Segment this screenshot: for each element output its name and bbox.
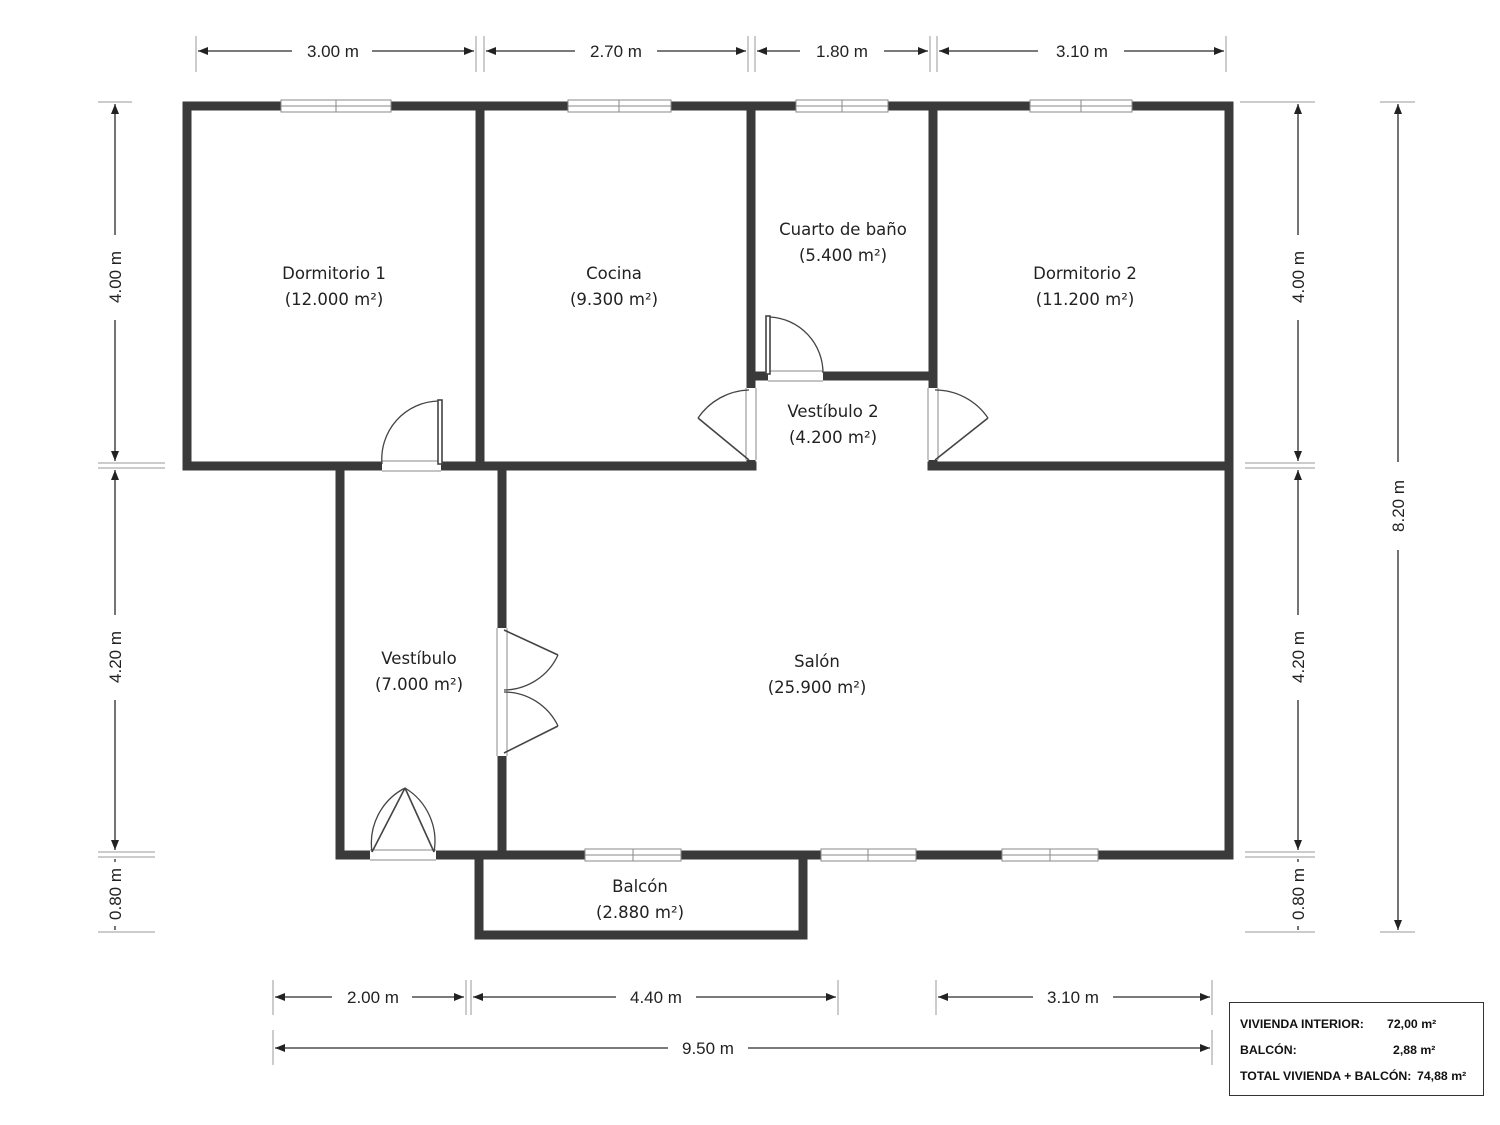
dim-bottom-3: 3.10 m <box>1047 988 1099 1007</box>
summary-total-label: TOTAL VIVIENDA + BALCÓN: <box>1240 1069 1412 1083</box>
windows <box>280 99 1133 862</box>
summary-total-value: 74,88 m² <box>1417 1069 1467 1083</box>
dim-bottom-total: 9.50 m <box>682 1039 734 1058</box>
door-cocina <box>697 388 757 461</box>
left-dimension-chain: 4.00 m 4.20 m 0.80 m <box>98 101 165 933</box>
room-name-balcon: Balcón <box>612 877 668 896</box>
dim-right-total: 8.20 m <box>1389 480 1408 532</box>
door-salon <box>496 628 559 756</box>
window-dormitorio-1 <box>280 99 392 113</box>
room-area-balcon: (2.880 m²) <box>596 903 684 922</box>
room-name-vestibulo: Vestíbulo <box>381 649 456 668</box>
dim-top-1: 3.00 m <box>307 42 359 61</box>
summary-interior-value: 72,00 m² <box>1387 1017 1437 1031</box>
dim-bottom-1: 2.00 m <box>347 988 399 1007</box>
dim-right-3: 0.80 m <box>1289 868 1308 920</box>
dim-top-2: 2.70 m <box>590 42 642 61</box>
dim-top-4: 3.10 m <box>1056 42 1108 61</box>
dim-left-3: 0.80 m <box>106 868 125 920</box>
window-cocina <box>567 99 672 113</box>
summary-balcony-label: BALCÓN: <box>1240 1043 1297 1057</box>
summary-balcony-value: 2,88 m² <box>1393 1043 1436 1057</box>
top-dimension-chain: 3.00 m 2.70 m 1.80 m 3.10 m <box>195 36 1227 72</box>
dim-right-2: 4.20 m <box>1289 631 1308 683</box>
room-area-vestibulo-2: (4.200 m²) <box>789 428 877 447</box>
room-name-bano: Cuarto de baño <box>779 220 907 239</box>
dim-left-2: 4.20 m <box>106 631 125 683</box>
walls <box>182 101 1234 940</box>
summary-interior-label: VIVIENDA INTERIOR: <box>1240 1017 1364 1031</box>
door-entrada <box>370 787 436 861</box>
room-name-dormitorio-2: Dormitorio 2 <box>1033 264 1137 283</box>
dim-left-1: 4.00 m <box>106 251 125 303</box>
window-salon-2 <box>820 848 917 862</box>
room-name-cocina: Cocina <box>586 264 642 283</box>
room-name-dormitorio-1: Dormitorio 1 <box>282 264 386 283</box>
room-area-vestibulo: (7.000 m²) <box>375 675 463 694</box>
dim-bottom-2: 4.40 m <box>630 988 682 1007</box>
room-labels: Dormitorio 1 (12.000 m²) Cocina (9.300 m… <box>282 220 1137 922</box>
dim-right-1: 4.00 m <box>1289 251 1308 303</box>
room-name-salon: Salón <box>794 652 840 671</box>
right-dimension-chain: 4.00 m 4.20 m 0.80 m 8.20 m <box>1240 101 1415 933</box>
door-dormitorio-2 <box>927 388 989 461</box>
door-bano <box>765 315 824 382</box>
window-dormitorio-2 <box>1029 99 1133 113</box>
dim-top-3: 1.80 m <box>816 42 868 61</box>
bottom-dimension-chain: 2.00 m 4.40 m 3.10 m 9.50 m <box>272 980 1213 1065</box>
door-dormitorio-1 <box>381 399 443 472</box>
room-name-vestibulo-2: Vestíbulo 2 <box>787 402 878 421</box>
doors <box>370 315 989 861</box>
window-salon-3 <box>1001 848 1099 862</box>
room-area-bano: (5.400 m²) <box>799 246 887 265</box>
room-area-dormitorio-1: (12.000 m²) <box>285 290 384 309</box>
window-bano <box>795 99 889 113</box>
window-salon-1 <box>584 848 682 862</box>
area-summary-box: VIVIENDA INTERIOR: 72,00 m² BALCÓN: 2,88… <box>1229 1002 1484 1096</box>
room-area-cocina: (9.300 m²) <box>570 290 658 309</box>
room-area-salon: (25.900 m²) <box>768 678 867 697</box>
room-area-dormitorio-2: (11.200 m²) <box>1036 290 1135 309</box>
